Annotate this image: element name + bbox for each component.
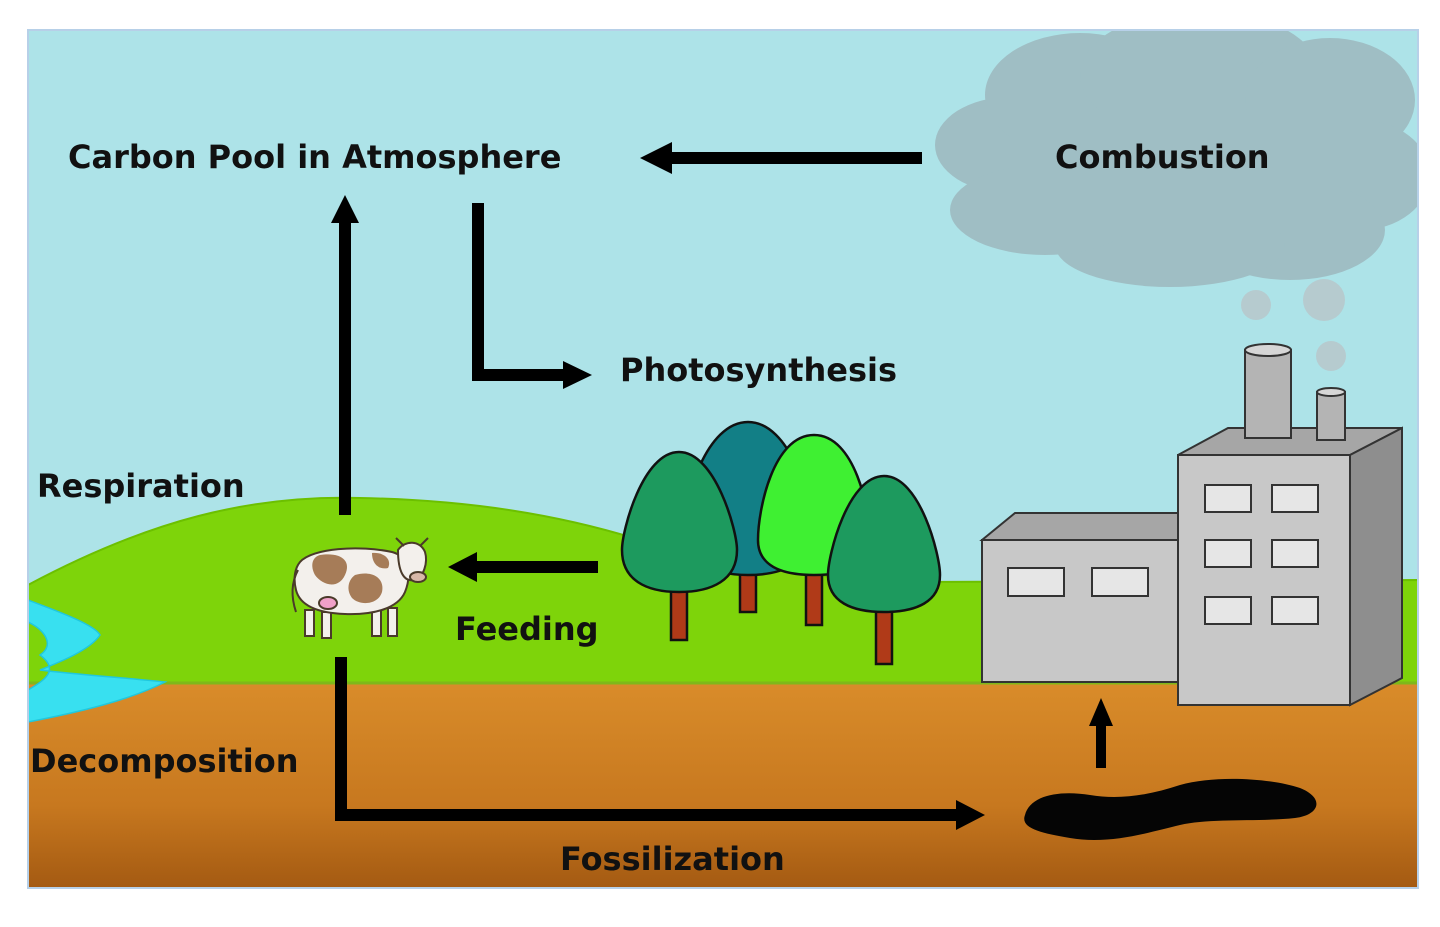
factory [979,343,1403,707]
water-body [28,599,168,723]
arrow-feeding [448,552,598,582]
label-decomposition: Decomposition [30,742,299,780]
smoke-puffs [1241,279,1346,371]
label-atmosphere: Carbon Pool in Atmosphere [68,138,561,176]
arrow-combustion-to-atmosphere [640,142,922,174]
label-respiration: Respiration [37,467,245,505]
label-photosynthesis: Photosynthesis [620,351,897,389]
combustion-cloud [935,30,1418,287]
label-feeding: Feeding [455,610,599,648]
arrow-respiration-up [331,195,359,515]
arrow-photosynthesis [472,203,592,389]
trees [620,420,942,666]
fossil-fuel-deposit [1024,778,1317,841]
arrow-fossil-to-factory [1089,698,1113,768]
panel-border [27,29,1419,889]
label-combustion: Combustion [1055,138,1270,176]
label-fossilization: Fossilization [560,840,785,878]
arrows [331,142,1113,830]
cow [291,537,429,639]
arrow-decomposition-fossilization [335,657,985,830]
